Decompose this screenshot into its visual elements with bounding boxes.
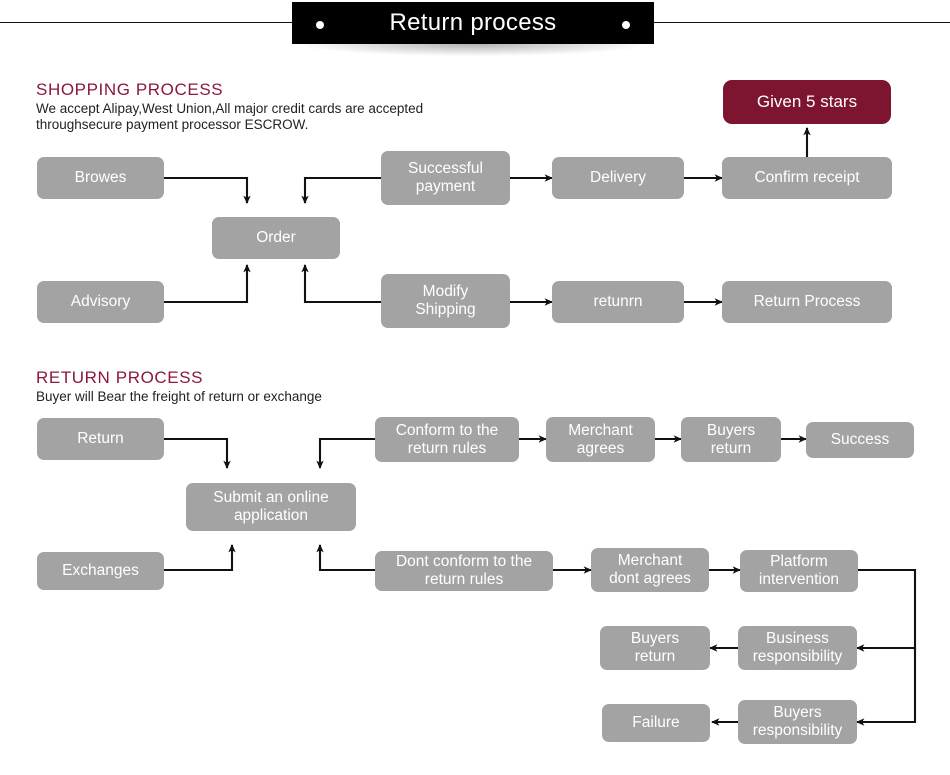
banner-shadow bbox=[300, 44, 646, 56]
node-successful-payment[interactable]: Successful payment bbox=[381, 151, 510, 205]
node-given-5-stars[interactable]: Given 5 stars bbox=[723, 80, 891, 124]
node-conform-to-return-rules[interactable]: Conform to the return rules bbox=[375, 417, 519, 462]
node-failure[interactable]: Failure bbox=[602, 704, 710, 742]
node-return-process[interactable]: Return Process bbox=[722, 281, 892, 323]
node-buyers-responsibility[interactable]: Buyers responsibility bbox=[738, 700, 857, 744]
node-submit-online-application[interactable]: Submit an online application bbox=[186, 483, 356, 531]
node-order[interactable]: Order bbox=[212, 217, 340, 259]
node-return[interactable]: Return bbox=[37, 418, 164, 460]
node-buyers-return-top[interactable]: Buyers return bbox=[681, 417, 781, 462]
page-title: Return process bbox=[389, 9, 557, 36]
banner-rule-left bbox=[0, 22, 300, 23]
node-merchant-agrees[interactable]: Merchant agrees bbox=[546, 417, 655, 462]
shopping-process-heading: SHOPPING PROCESS bbox=[36, 80, 224, 99]
node-delivery[interactable]: Delivery bbox=[552, 157, 684, 199]
page-header-banner: Return process bbox=[0, 0, 950, 58]
node-business-responsibility[interactable]: Business responsibility bbox=[738, 626, 857, 670]
node-retunrn[interactable]: retunrn bbox=[552, 281, 684, 323]
node-platform-intervention[interactable]: Platform intervention bbox=[740, 550, 858, 592]
node-merchant-dont-agrees[interactable]: Merchant dont agrees bbox=[591, 548, 709, 592]
banner-dot-right-icon bbox=[622, 21, 630, 29]
node-exchanges[interactable]: Exchanges bbox=[37, 552, 164, 590]
node-browes[interactable]: Browes bbox=[37, 157, 164, 199]
node-success[interactable]: Success bbox=[806, 422, 914, 458]
banner-plate: Return process bbox=[292, 2, 654, 44]
node-modify-shipping[interactable]: Modify Shipping bbox=[381, 274, 510, 328]
node-buyers-return-bottom[interactable]: Buyers return bbox=[600, 626, 710, 670]
return-process-heading: RETURN PROCESS bbox=[36, 368, 204, 387]
shopping-process-description: We accept Alipay,West Union,All major cr… bbox=[36, 101, 424, 132]
node-dont-conform-to-return-rules[interactable]: Dont conform to the return rules bbox=[375, 551, 553, 591]
banner-rule-right bbox=[650, 22, 950, 23]
return-process-description: Buyer will Bear the freight of return or… bbox=[36, 389, 322, 404]
node-advisory[interactable]: Advisory bbox=[37, 281, 164, 323]
node-confirm-receipt[interactable]: Confirm receipt bbox=[722, 157, 892, 199]
banner-dot-left-icon bbox=[316, 21, 324, 29]
